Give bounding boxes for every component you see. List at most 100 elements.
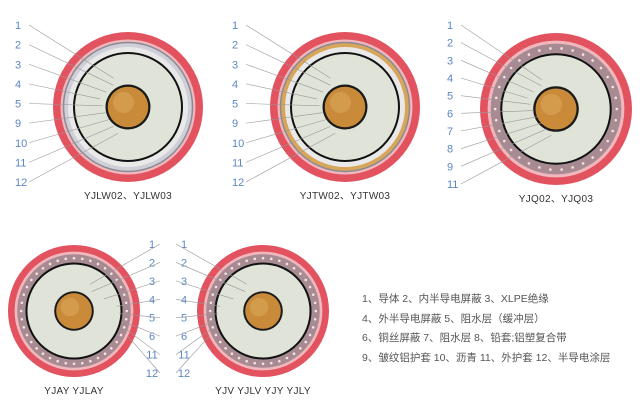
- shield-wire: [308, 333, 312, 337]
- shield-wire: [571, 166, 574, 169]
- leader-line: [28, 63, 107, 93]
- leader-line: [122, 320, 161, 337]
- shield-wire: [591, 59, 594, 62]
- layer-number-label: 2: [149, 257, 155, 269]
- layer-number-label: 1: [181, 239, 187, 251]
- shield-wire: [124, 317, 128, 321]
- layer-number-label: 6: [181, 331, 187, 343]
- shield-wire: [209, 301, 213, 305]
- legend-line: 1、导体 2、内半导电屏蔽 3、XLPE绝缘: [362, 293, 549, 305]
- shield-wire: [285, 262, 289, 266]
- shield-wire: [615, 107, 619, 111]
- conductor-highlight: [60, 297, 80, 317]
- shield-wire: [224, 272, 227, 275]
- shield-wire: [599, 66, 603, 70]
- leader-line: [460, 60, 534, 93]
- layer-number-label: 12: [146, 368, 158, 380]
- layer-number-label: 11: [146, 350, 157, 362]
- layer-number-label: 3: [149, 276, 155, 288]
- leader-line: [245, 132, 336, 183]
- leader-line: [28, 126, 114, 163]
- layer-number-label: 2: [447, 38, 453, 50]
- shield-wire: [245, 259, 248, 263]
- shield-wire: [538, 49, 541, 52]
- shield-wire: [237, 356, 241, 360]
- shield-wire: [304, 278, 308, 282]
- shield-wire: [518, 156, 521, 159]
- shield-wire: [214, 333, 218, 337]
- layer-legend: 1、导体 2、内半导电屏蔽 3、XLPE绝缘 4、外半导电屏蔽 5、阻水层（缓冲…: [362, 290, 610, 368]
- legend-line: 6、铜丝屏蔽 7、阻水层 8、铅套;铝塑复合带: [362, 332, 567, 344]
- shield-wire: [48, 356, 52, 360]
- leader-line: [245, 103, 320, 107]
- cable-model-label: YJLW02、YJLW03: [84, 191, 172, 202]
- shield-wire: [218, 340, 222, 344]
- shield-wire: [22, 293, 26, 296]
- shield-wire: [285, 356, 289, 360]
- layer-number-label: 1: [447, 20, 453, 32]
- shield-wire: [498, 129, 501, 133]
- leader-line: [175, 328, 213, 355]
- shield-wire: [560, 168, 563, 171]
- shield-wire: [611, 85, 614, 89]
- layer-number-label: 2: [232, 40, 238, 52]
- shield-wire: [48, 262, 52, 266]
- shield-wire: [72, 362, 76, 366]
- shield-wire: [261, 256, 265, 260]
- layer-number-label: 6: [149, 331, 155, 343]
- conductor-highlight: [540, 93, 563, 116]
- shield-wire: [503, 75, 506, 79]
- shield-wire: [299, 272, 302, 275]
- leader-line: [28, 83, 101, 100]
- layer-number-label: 11: [447, 179, 458, 191]
- shield-wire: [29, 278, 33, 282]
- leader-line: [175, 335, 210, 374]
- cable-model-label: YJTW02、YJTW03: [300, 191, 391, 202]
- layer-number-label: 5: [447, 91, 453, 103]
- shield-wire: [527, 53, 531, 56]
- shield-wire: [313, 301, 317, 305]
- shield-wire: [35, 347, 38, 350]
- conductor-highlight: [113, 92, 134, 113]
- leader-line: [91, 262, 161, 292]
- shield-wire: [119, 333, 123, 337]
- layer-number-label: 10: [15, 138, 27, 150]
- leader-line: [28, 24, 114, 79]
- layer-number-label: 11: [178, 350, 189, 362]
- leader-line: [245, 44, 331, 86]
- layer-number-label: 5: [181, 313, 187, 325]
- shield-wire: [96, 356, 100, 360]
- shield-wire: [20, 317, 24, 321]
- layer-number-label: 9: [15, 118, 21, 130]
- leader-line: [28, 44, 114, 86]
- cable-model-label: YJV YJLV YJY YJLY: [215, 386, 311, 397]
- shield-wire: [19, 309, 23, 313]
- shield-wire: [509, 66, 513, 70]
- shield-wire: [304, 340, 308, 344]
- shield-wire: [124, 301, 128, 305]
- layer-number-label: 1: [15, 20, 21, 32]
- layer-number-label: 2: [15, 40, 21, 52]
- layer-number-label: 12: [232, 177, 244, 189]
- shield-wire: [89, 359, 92, 363]
- leader-line: [245, 24, 331, 79]
- layer-number-label: 6: [447, 108, 453, 120]
- shield-wire: [292, 266, 296, 270]
- layer-number-label: 1: [232, 20, 238, 32]
- leader-line: [175, 313, 218, 319]
- shield-wire: [245, 359, 248, 363]
- shield-wire: [314, 309, 318, 313]
- leader-line: [28, 119, 110, 144]
- shield-wire: [538, 166, 541, 169]
- shield-wire: [41, 352, 45, 356]
- leader-line: [28, 103, 103, 107]
- shield-wire: [311, 293, 315, 296]
- leader-line: [119, 313, 161, 319]
- layer-number-label: 1: [149, 239, 155, 251]
- leader-line: [175, 320, 215, 337]
- shield-wire: [611, 129, 614, 133]
- shield-wire: [25, 333, 29, 337]
- leader-line: [460, 24, 542, 80]
- shield-wire: [518, 59, 521, 62]
